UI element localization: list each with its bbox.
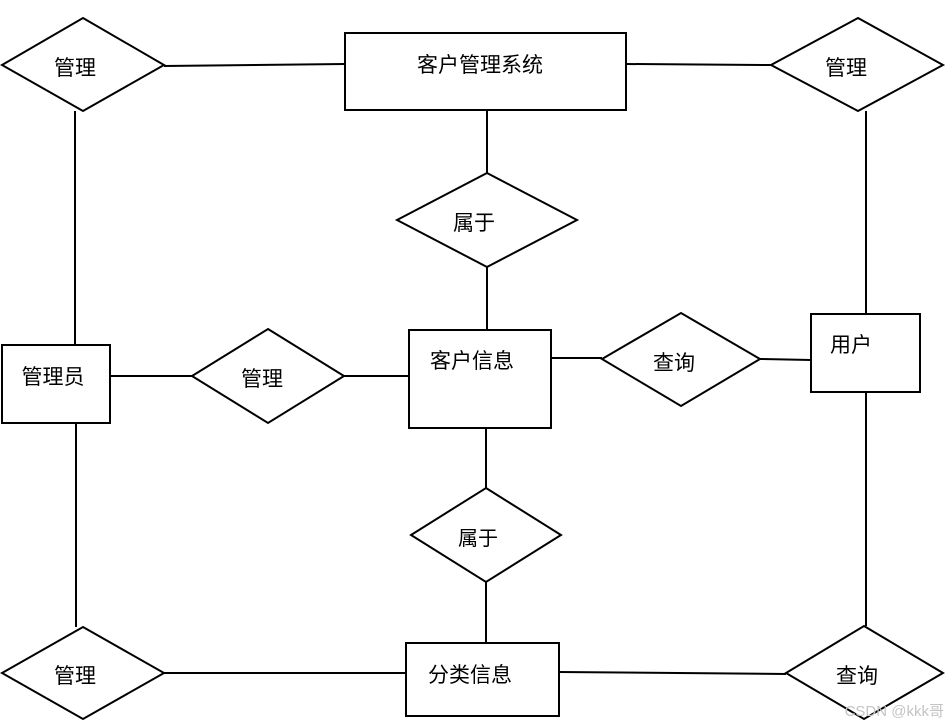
entity-category-info-label: 分类信息: [428, 663, 512, 687]
relationship-belongs-top: 属于: [394, 171, 580, 269]
relationship-manage-middle-label: 管理: [241, 367, 283, 391]
relationship-query-bottom-right-label: 查询: [836, 664, 878, 688]
relationship-query-middle: 查询: [600, 311, 762, 408]
relationship-belongs-bottom-label: 属于: [458, 526, 498, 550]
relationship-belongs-top-label: 属于: [453, 211, 495, 235]
edge-system-to-manage-tr: [625, 63, 772, 66]
entity-customer-info: 客户信息: [408, 329, 552, 429]
relationship-belongs-bottom: 属于: [409, 486, 563, 584]
entity-admin-label: 管理员: [22, 365, 85, 389]
entity-category-info: 分类信息: [405, 642, 560, 717]
entity-user-label: 用户: [830, 333, 872, 357]
entity-system: 客户管理系统: [344, 32, 627, 111]
relationship-manage-top-left: 管理: [0, 16, 167, 113]
edge-query-mid-to-user: [759, 358, 812, 361]
entity-system-label: 客户管理系统: [417, 53, 543, 77]
relationship-manage-top-right: 管理: [768, 16, 946, 113]
edge-manage-tl-to-system: [163, 63, 346, 67]
entity-user: 用户: [810, 313, 921, 393]
connections: [74, 63, 867, 675]
relationship-manage-top-right-label: 管理: [825, 56, 867, 80]
entity-admin: 管理员: [1, 344, 111, 424]
relationship-query-middle-label: 查询: [653, 351, 695, 375]
watermark: CSDN @kkk哥: [845, 703, 944, 720]
relationship-manage-top-left-label: 管理: [54, 56, 96, 80]
edge-category-to-query-br: [558, 671, 787, 675]
relationship-manage-bottom-left: 管理: [0, 625, 167, 721]
entity-customer-info-label: 客户信息: [430, 349, 514, 373]
relationship-manage-bottom-left-label: 管理: [54, 664, 96, 688]
relationship-manage-middle: 管理: [190, 327, 346, 425]
relationship-query-bottom-right: 查询: [784, 624, 945, 721]
